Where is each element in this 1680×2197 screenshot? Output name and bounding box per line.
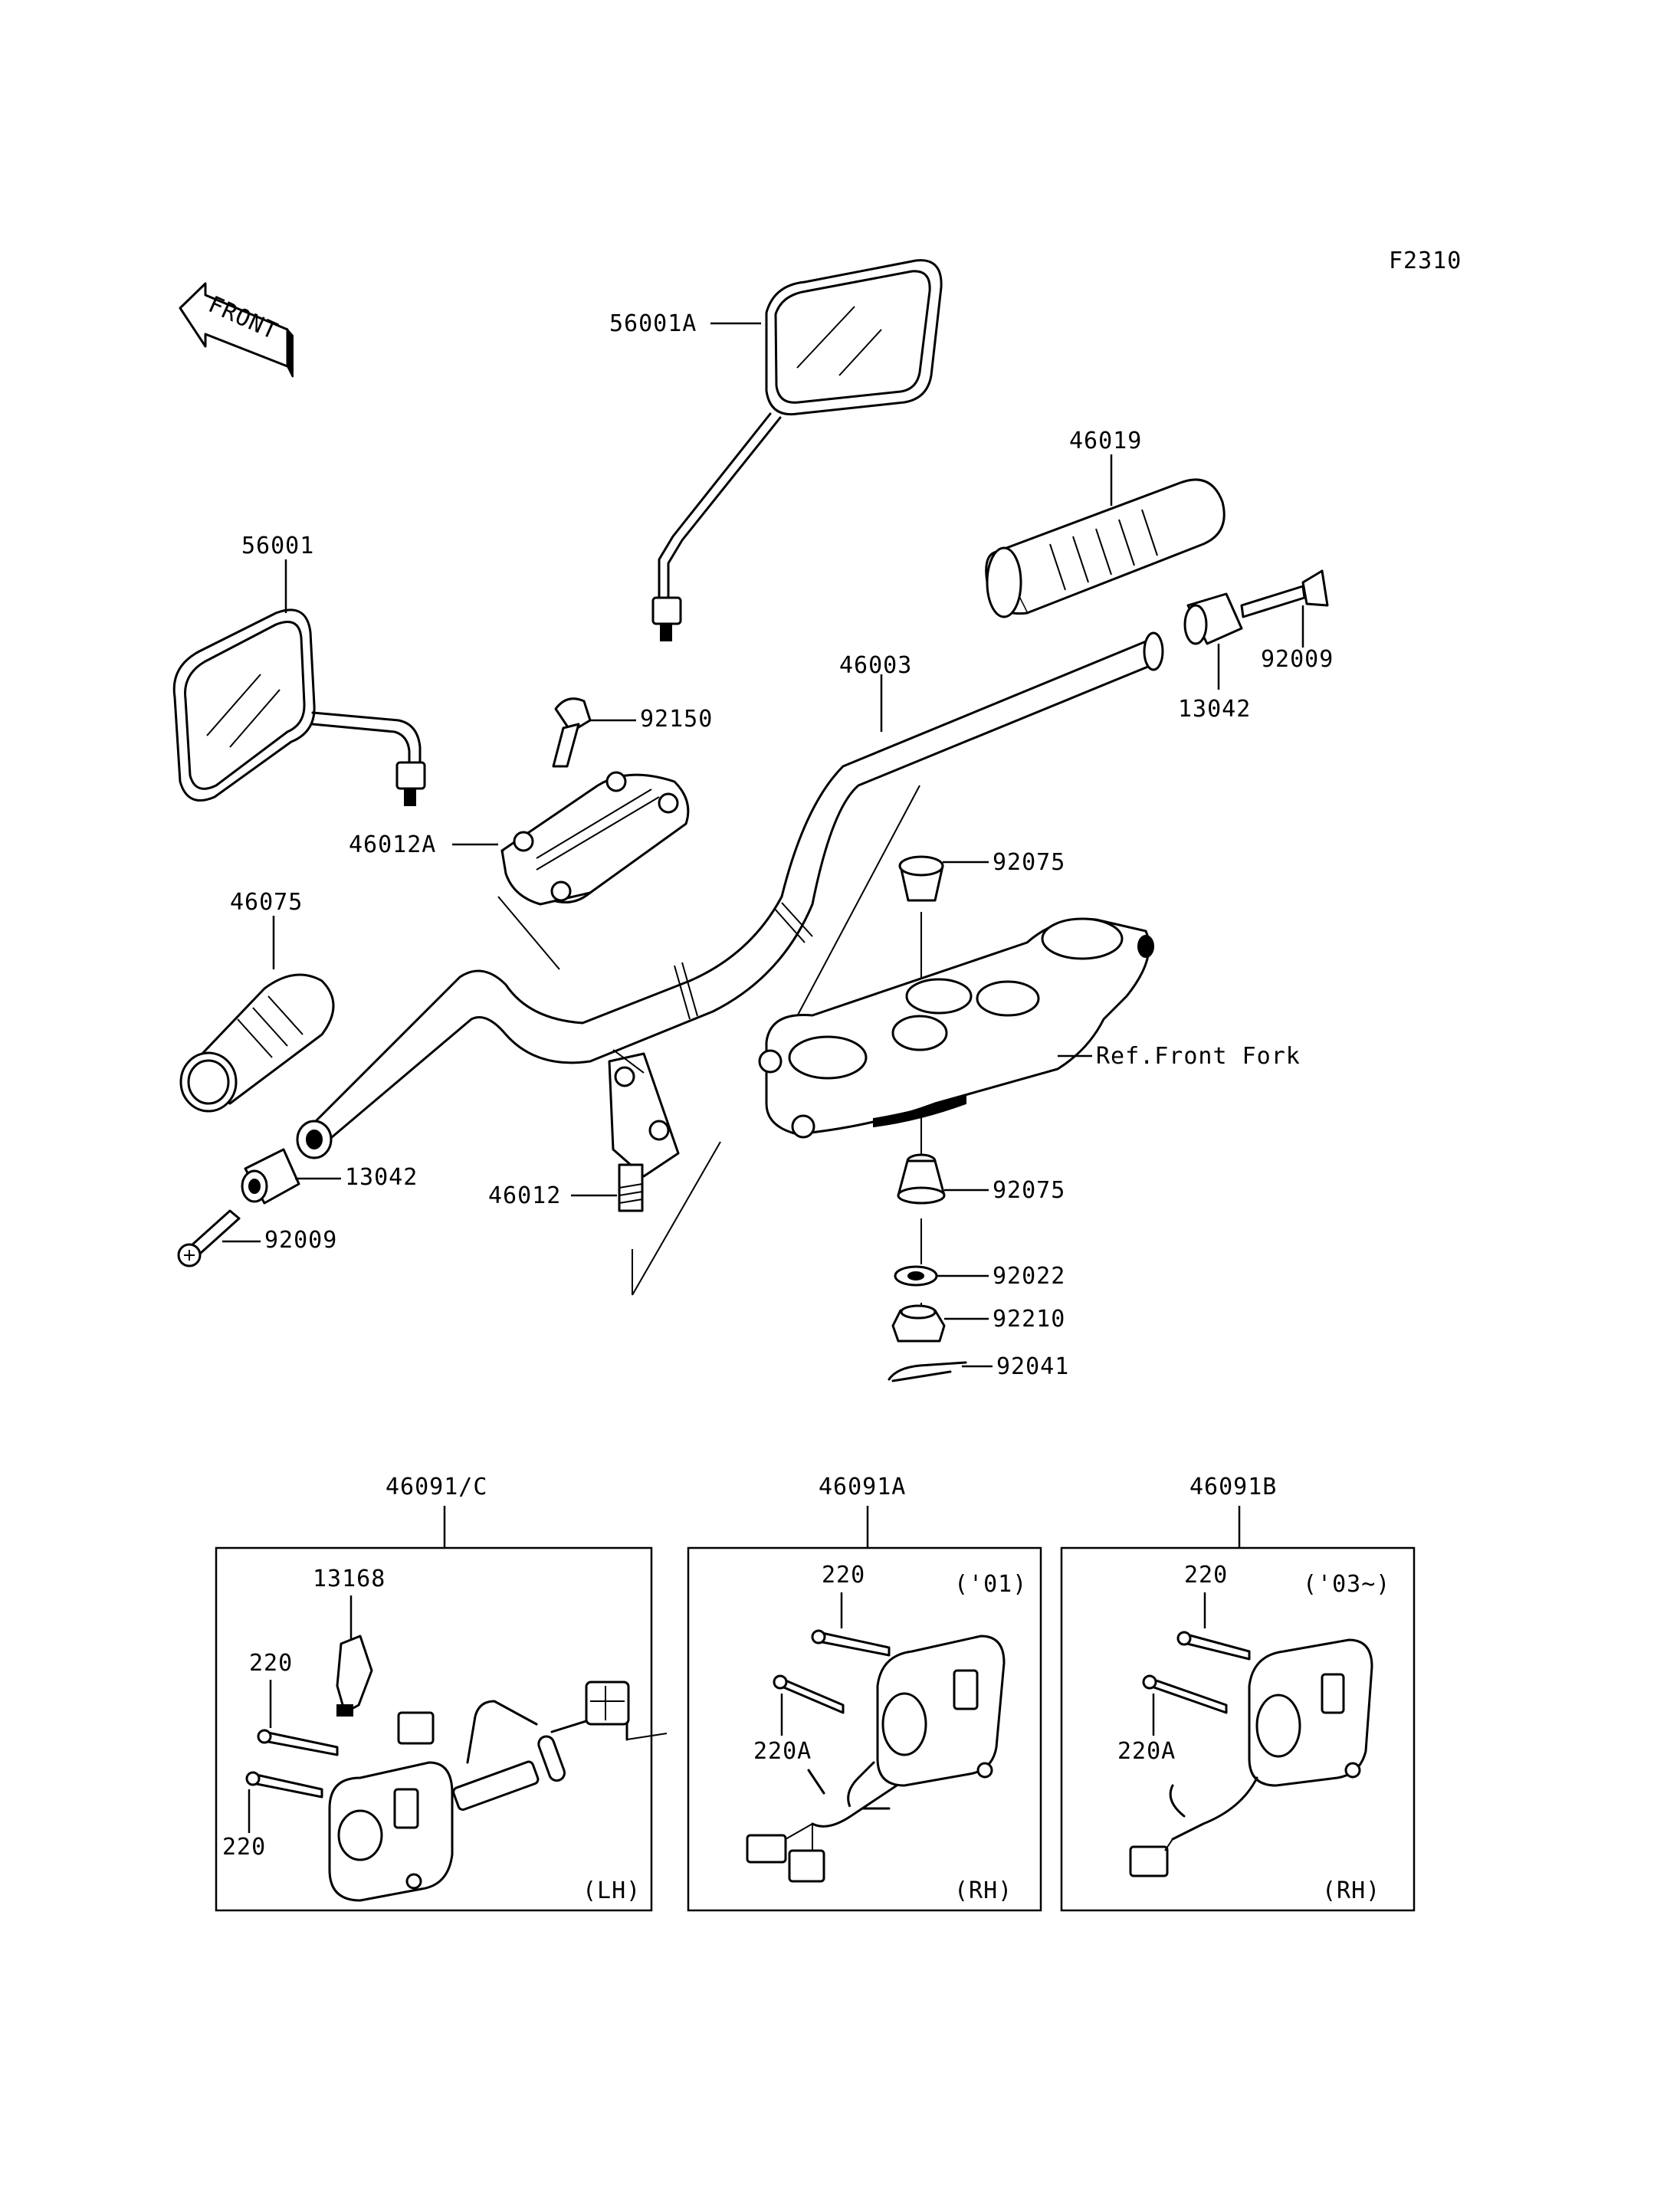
label-56001: 56001 [241,533,314,559]
label-92210: 92210 [993,1306,1065,1333]
front-arrow-icon: FRONT [179,282,294,378]
bolt-left [177,1209,241,1267]
box-1-part-13168: 13168 [313,1566,386,1592]
box-2-part-220: 220 [822,1562,865,1589]
label-92075-lower: 92075 [993,1177,1065,1204]
label-13042-left: 13042 [345,1164,418,1191]
nut [891,1304,946,1343]
label-92150: 92150 [640,706,713,733]
box-2-year: ('01) [954,1571,1027,1598]
label-92041: 92041 [996,1353,1069,1380]
label-92022: 92022 [993,1263,1065,1290]
bolt-holder [552,697,592,768]
holder-lower [608,1052,680,1212]
washer [894,1265,938,1287]
box-3-side: (RH) [1322,1877,1380,1904]
box-1-side: (LH) [582,1877,641,1904]
label-46003: 46003 [839,652,912,679]
switch-box-rh-03: 46091B ('03~) (RH) 220 220A [1060,1474,1416,1912]
cotter-pin [888,1361,967,1382]
box-1-part-220-bottom: 220 [222,1834,266,1861]
end-weight-right [1183,592,1243,645]
grip-right [985,478,1226,618]
holder-upper [500,771,690,906]
box-3-title: 46091B [1189,1474,1277,1500]
bolt-right [1240,569,1329,618]
damper-upper [898,855,944,902]
label-46019: 46019 [1069,428,1142,454]
box-1-title: 46091/C [386,1474,487,1500]
mirror-right [651,259,943,641]
label-13042-right: 13042 [1178,696,1251,723]
label-92009-right: 92009 [1261,646,1334,673]
damper-lower [897,1153,946,1205]
label-92009-left: 92009 [264,1227,337,1254]
box-2-part-220A: 220A [753,1738,812,1765]
label-56001A: 56001A [609,310,697,337]
figure-code: F2310 [1389,248,1462,274]
switch-box-lh: 46091/C (LH) 13168 220 220 [215,1474,668,1912]
box-3-part-220: 220 [1184,1562,1228,1589]
box-2-side: (RH) [954,1877,1012,1904]
label-46075: 46075 [230,889,303,916]
steering-bracket [758,917,1154,1139]
switch-box-rh-01: 46091A ('01) (RH) 220 220A [687,1474,1042,1912]
box-3-year: ('03~) [1303,1571,1390,1598]
box-3-part-220A: 220A [1117,1738,1176,1765]
mirror-left [172,608,426,806]
end-weight-left [241,1148,300,1205]
box-2-title: 46091A [819,1474,906,1500]
label-46012: 46012 [488,1182,561,1209]
box-1-part-220-top: 220 [249,1650,293,1677]
label-46012A: 46012A [349,831,436,858]
label-ref-front-fork: Ref.Front Fork [1096,1043,1301,1070]
grip-left [179,973,335,1113]
label-92075-upper: 92075 [993,849,1065,876]
handlebar [296,631,1164,1159]
